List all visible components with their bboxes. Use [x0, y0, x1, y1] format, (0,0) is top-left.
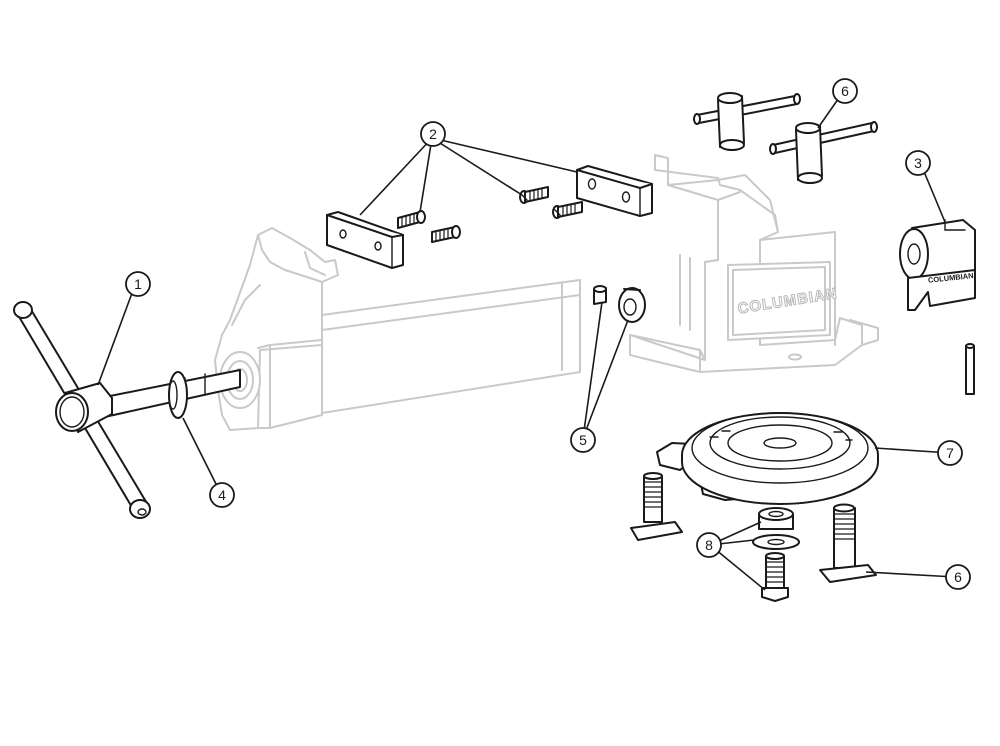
callout-2-label: 2: [429, 126, 437, 142]
part-3-pipe-jaw: COLUMBIAN: [899, 219, 976, 311]
part-8-nut-washer-bolt: [752, 507, 800, 602]
callout-6b: 6: [945, 564, 971, 590]
roll-pin: [965, 343, 975, 395]
callout-3-label: 3: [914, 155, 922, 171]
callout-2: 2: [420, 121, 446, 147]
callout-4-label: 4: [218, 487, 226, 503]
callout-4: 4: [209, 482, 235, 508]
callout-6a: 6: [832, 78, 858, 104]
t-bolt-left: [630, 472, 683, 541]
part-6-lock-handles: [693, 92, 878, 184]
part-1-screw-handle: [13, 301, 241, 519]
callout-1-label: 1: [134, 276, 142, 292]
callout-1: 1: [125, 271, 151, 297]
jaw-screw: [519, 186, 549, 204]
leader-lines: [97, 91, 956, 591]
part-7-swivel-base: [656, 412, 879, 505]
t-bolt-right: [819, 503, 877, 583]
callout-6b-label: 6: [954, 569, 962, 585]
callout-7-label: 7: [946, 445, 954, 461]
callout-6a-label: 6: [841, 83, 849, 99]
callout-8-label: 8: [705, 537, 713, 553]
callout-5-label: 5: [579, 432, 587, 448]
callout-5: 5: [570, 427, 596, 453]
callout-7: 7: [937, 440, 963, 466]
part-2-jaw-plates: [326, 165, 653, 269]
callout-3: 3: [905, 150, 931, 176]
callout-8: 8: [696, 532, 722, 558]
vise-body-ghost: COLUMBIAN: [214, 154, 879, 431]
jaw-screw: [552, 201, 583, 219]
jaw-screw: [431, 225, 461, 243]
part-5-set-screw-bushing: [593, 285, 646, 323]
jaw-screw: [397, 210, 426, 229]
